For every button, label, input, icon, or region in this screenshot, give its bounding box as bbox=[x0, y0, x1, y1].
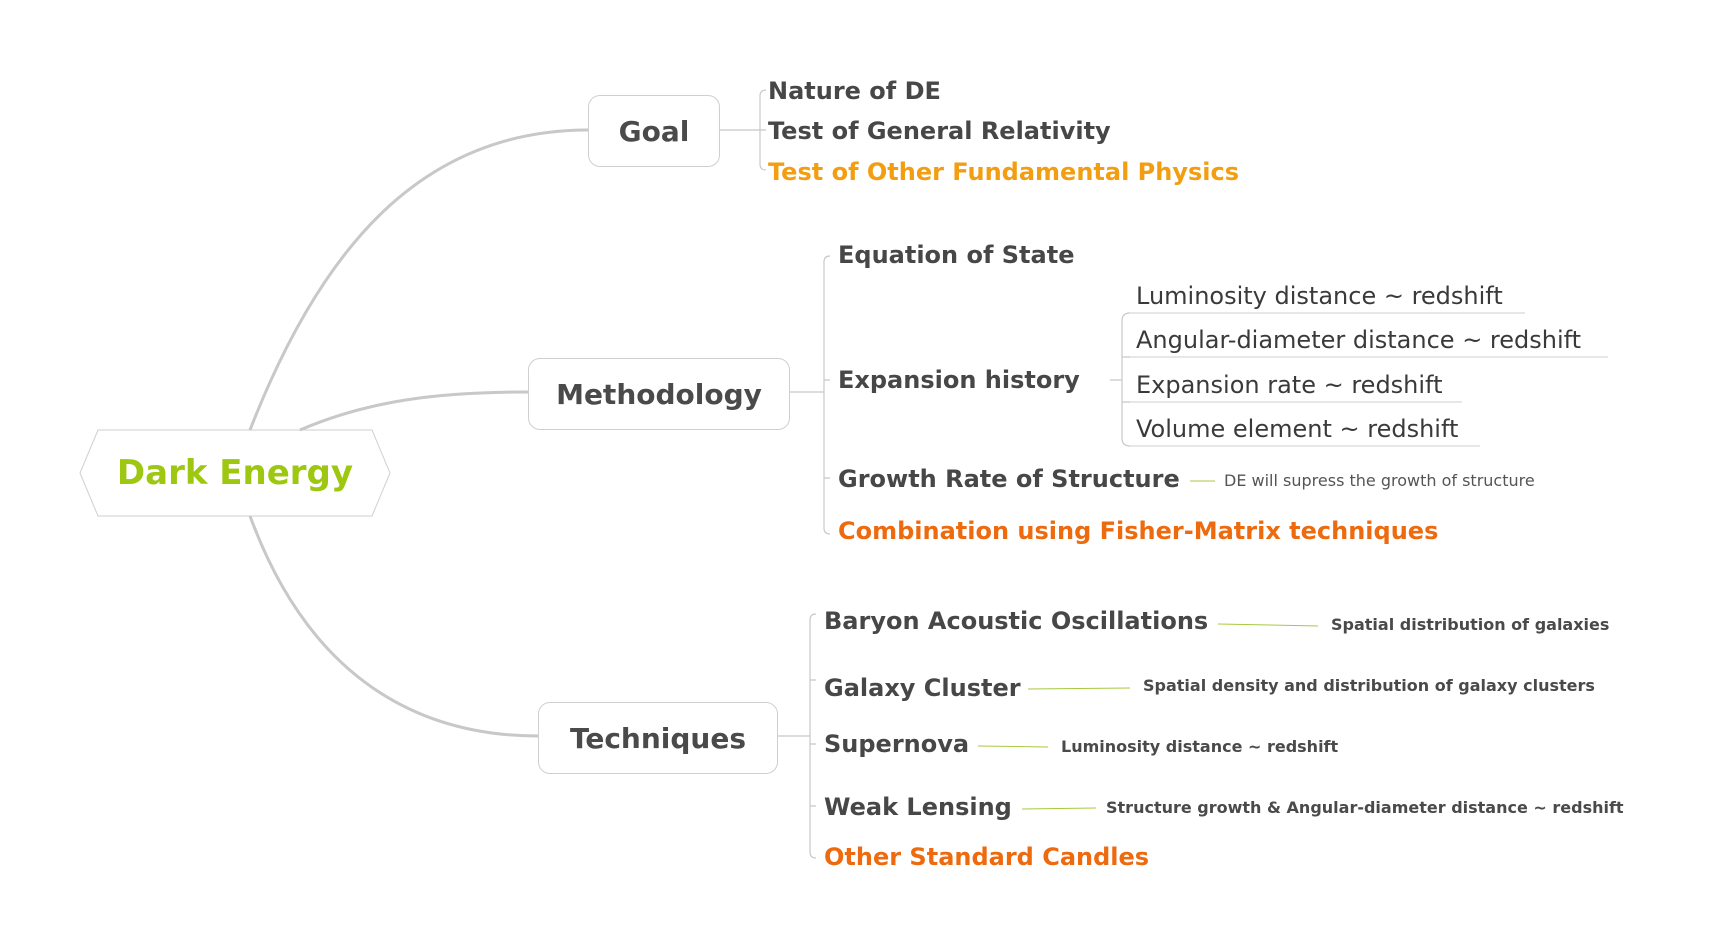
technique-item-galaxy-cluster[interactable]: Galaxy Cluster bbox=[824, 674, 1021, 702]
techniques-bracket bbox=[778, 613, 817, 859]
methodology-bracket bbox=[790, 255, 831, 535]
techniques-node[interactable]: Techniques bbox=[538, 702, 778, 774]
method-item-expansion-history[interactable]: Expansion history bbox=[838, 366, 1080, 394]
goal-item-test-other-physics[interactable]: Test of Other Fundamental Physics bbox=[768, 158, 1239, 186]
supernova-note-line bbox=[977, 745, 1049, 748]
lensing-note-line bbox=[1021, 807, 1097, 810]
expansion-sub-angular[interactable]: Angular-diameter distance ~ redshift bbox=[1136, 326, 1582, 354]
technique-item-bao[interactable]: Baryon Acoustic Oscillations bbox=[824, 607, 1209, 635]
goal-node[interactable]: Goal bbox=[588, 95, 720, 167]
root-hexagon bbox=[79, 429, 391, 517]
goal-item-nature-of-de[interactable]: Nature of DE bbox=[768, 77, 941, 105]
expansion-sub-volume[interactable]: Volume element ~ redshift bbox=[1136, 415, 1459, 443]
root-node-dark-energy[interactable]: Dark Energy bbox=[116, 453, 354, 493]
expansion-sub-luminosity[interactable]: Luminosity distance ~ redshift bbox=[1136, 282, 1503, 310]
growth-note[interactable]: DE will supress the growth of structure bbox=[1224, 471, 1535, 490]
goal-bracket bbox=[720, 89, 767, 171]
technique-note-supernova[interactable]: Luminosity distance ~ redshift bbox=[1061, 737, 1339, 756]
method-item-combination[interactable]: Combination using Fisher-Matrix techniqu… bbox=[838, 517, 1439, 545]
technique-note-galaxy-cluster[interactable]: Spatial density and distribution of gala… bbox=[1143, 676, 1595, 695]
technique-item-weak-lensing[interactable]: Weak Lensing bbox=[824, 793, 1012, 821]
bao-note-line bbox=[1217, 623, 1319, 627]
expansion-sub-expansion-rate[interactable]: Expansion rate ~ redshift bbox=[1136, 371, 1443, 399]
technique-item-supernova[interactable]: Supernova bbox=[824, 730, 970, 758]
root-to-techniques-line bbox=[248, 515, 539, 738]
methodology-node[interactable]: Methodology bbox=[528, 358, 790, 430]
technique-item-other-candles[interactable]: Other Standard Candles bbox=[824, 843, 1150, 871]
technique-note-bao[interactable]: Spatial distribution of galaxies bbox=[1331, 615, 1610, 634]
method-item-equation-of-state[interactable]: Equation of State bbox=[838, 241, 1075, 269]
goal-item-test-gr[interactable]: Test of General Relativity bbox=[768, 117, 1111, 145]
expansion-sub-bracket bbox=[1110, 312, 1131, 447]
technique-note-weak-lensing[interactable]: Structure growth & Angular-diameter dist… bbox=[1106, 798, 1624, 817]
root-to-methodology-line bbox=[299, 390, 529, 432]
cluster-note-line bbox=[1027, 687, 1131, 690]
root-to-goal-line bbox=[248, 128, 589, 431]
method-item-growth-rate[interactable]: Growth Rate of Structure bbox=[838, 465, 1180, 493]
